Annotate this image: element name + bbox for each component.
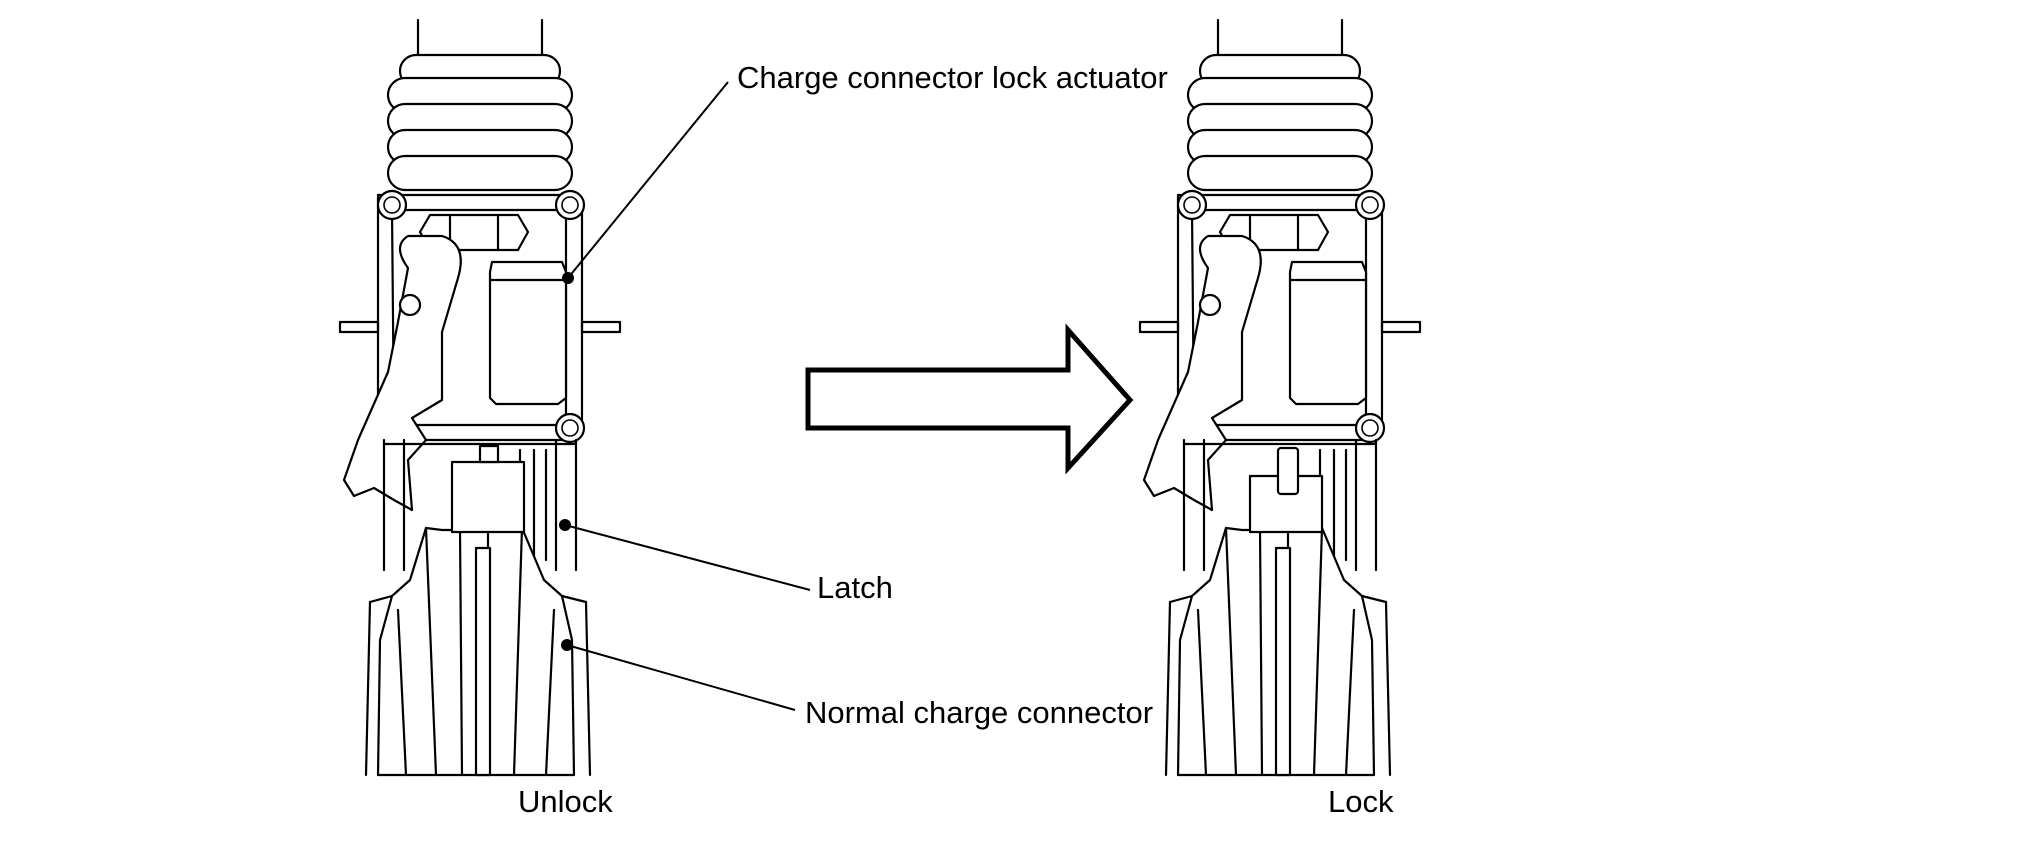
actuator-pointer-dot — [562, 272, 574, 284]
unlock-caption: Unlock — [518, 784, 613, 819]
connector-label: Normal charge connector — [805, 695, 1154, 730]
latch-unlocked — [450, 460, 526, 534]
connector-pointer-dot — [561, 639, 573, 651]
latch-pointer-dot — [559, 519, 571, 531]
lock-caption: Lock — [1328, 784, 1394, 819]
latch-label: Latch — [817, 570, 893, 605]
leader-lines — [559, 81, 811, 711]
lock-assembly — [1138, 18, 1422, 777]
actuator-label: Charge connector lock actuator — [737, 60, 1168, 95]
direction-arrow — [805, 323, 1134, 475]
unlock-assembly — [338, 18, 622, 777]
